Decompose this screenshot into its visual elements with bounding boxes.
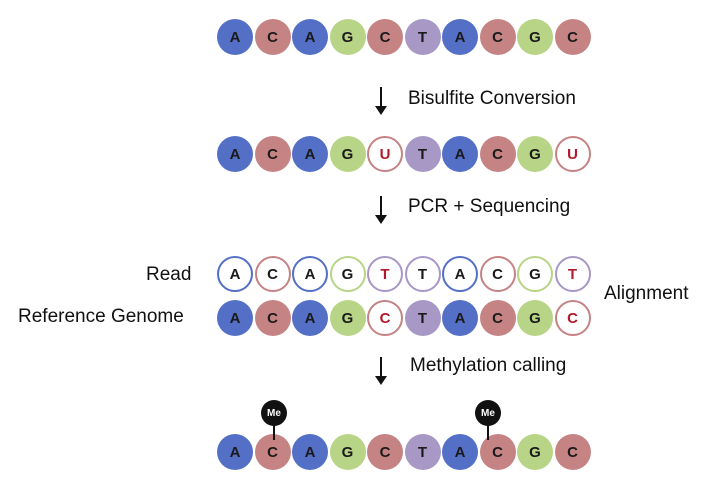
nucleotide-c: C [479, 434, 516, 470]
nucleotide-g: G [517, 136, 553, 172]
nucleotide-a: A [217, 300, 253, 336]
nucleotide-a: A [217, 434, 253, 470]
nucleotide-c: C [367, 19, 403, 55]
nucleotide-a: A [292, 300, 328, 336]
nucleotide-u: U [367, 136, 403, 172]
nucleotide-c: C [479, 136, 516, 172]
arrow-down-icon [375, 87, 387, 115]
nucleotide-c: C [554, 19, 591, 55]
nucleotide-c: C [554, 300, 591, 336]
nucleotide-a: A [217, 256, 253, 292]
nucleotide-c: C [479, 300, 516, 336]
nucleotide-t: T [404, 300, 441, 336]
nucleotide-c: C [254, 19, 291, 55]
nucleotide-c: C [254, 434, 291, 470]
nucleotide-g: G [517, 434, 553, 470]
nucleotide-g: G [329, 136, 366, 172]
read-label: Read [146, 264, 192, 285]
nucleotide-a: A [442, 136, 478, 172]
methyl-stem [487, 422, 489, 440]
nucleotide-a: A [292, 434, 328, 470]
nucleotide-c: C [254, 300, 291, 336]
nucleotide-c: C [479, 19, 516, 55]
nucleotide-u: U [554, 136, 591, 172]
nucleotide-c: C [554, 434, 591, 470]
nucleotide-a: A [442, 19, 478, 55]
arrow-down-icon [375, 196, 387, 224]
nucleotide-a: A [292, 256, 328, 292]
nucleotide-a: A [292, 19, 328, 55]
nucleotide-a: A [217, 136, 253, 172]
nucleotide-a: A [442, 434, 478, 470]
nucleotide-c: C [367, 434, 403, 470]
nucleotide-t: T [554, 256, 591, 292]
nucleotide-t: T [404, 136, 441, 172]
nucleotide-t: T [404, 19, 441, 55]
reference-genome-label: Reference Genome [18, 306, 184, 327]
nucleotide-c: C [254, 136, 291, 172]
step-pcr-sequencing: PCR + Sequencing [408, 196, 571, 217]
nucleotide-g: G [517, 300, 553, 336]
nucleotide-g: G [329, 300, 366, 336]
nucleotide-a: A [442, 256, 478, 292]
nucleotide-g: G [517, 19, 553, 55]
methyl-tag: Me [475, 400, 501, 426]
methyl-tag: Me [261, 400, 287, 426]
nucleotide-c: C [479, 256, 516, 292]
nucleotide-g: G [329, 434, 366, 470]
methylation-marker: Me [475, 400, 501, 440]
nucleotide-g: G [329, 256, 366, 292]
nucleotide-c: C [367, 300, 403, 336]
methylation-marker: Me [261, 400, 287, 440]
methyl-stem [273, 422, 275, 440]
nucleotide-t: T [404, 434, 441, 470]
nucleotide-c: C [254, 256, 291, 292]
nucleotide-t: T [367, 256, 403, 292]
nucleotide-a: A [292, 136, 328, 172]
nucleotide-a: A [217, 19, 253, 55]
nucleotide-a: A [442, 300, 478, 336]
alignment-label: Alignment [604, 283, 689, 304]
nucleotide-g: G [329, 19, 366, 55]
nucleotide-t: T [404, 256, 441, 292]
step-bisulfite-conversion: Bisulfite Conversion [408, 88, 576, 109]
arrow-down-icon [375, 357, 387, 385]
nucleotide-g: G [517, 256, 553, 292]
step-methylation-calling: Methylation calling [410, 355, 567, 376]
